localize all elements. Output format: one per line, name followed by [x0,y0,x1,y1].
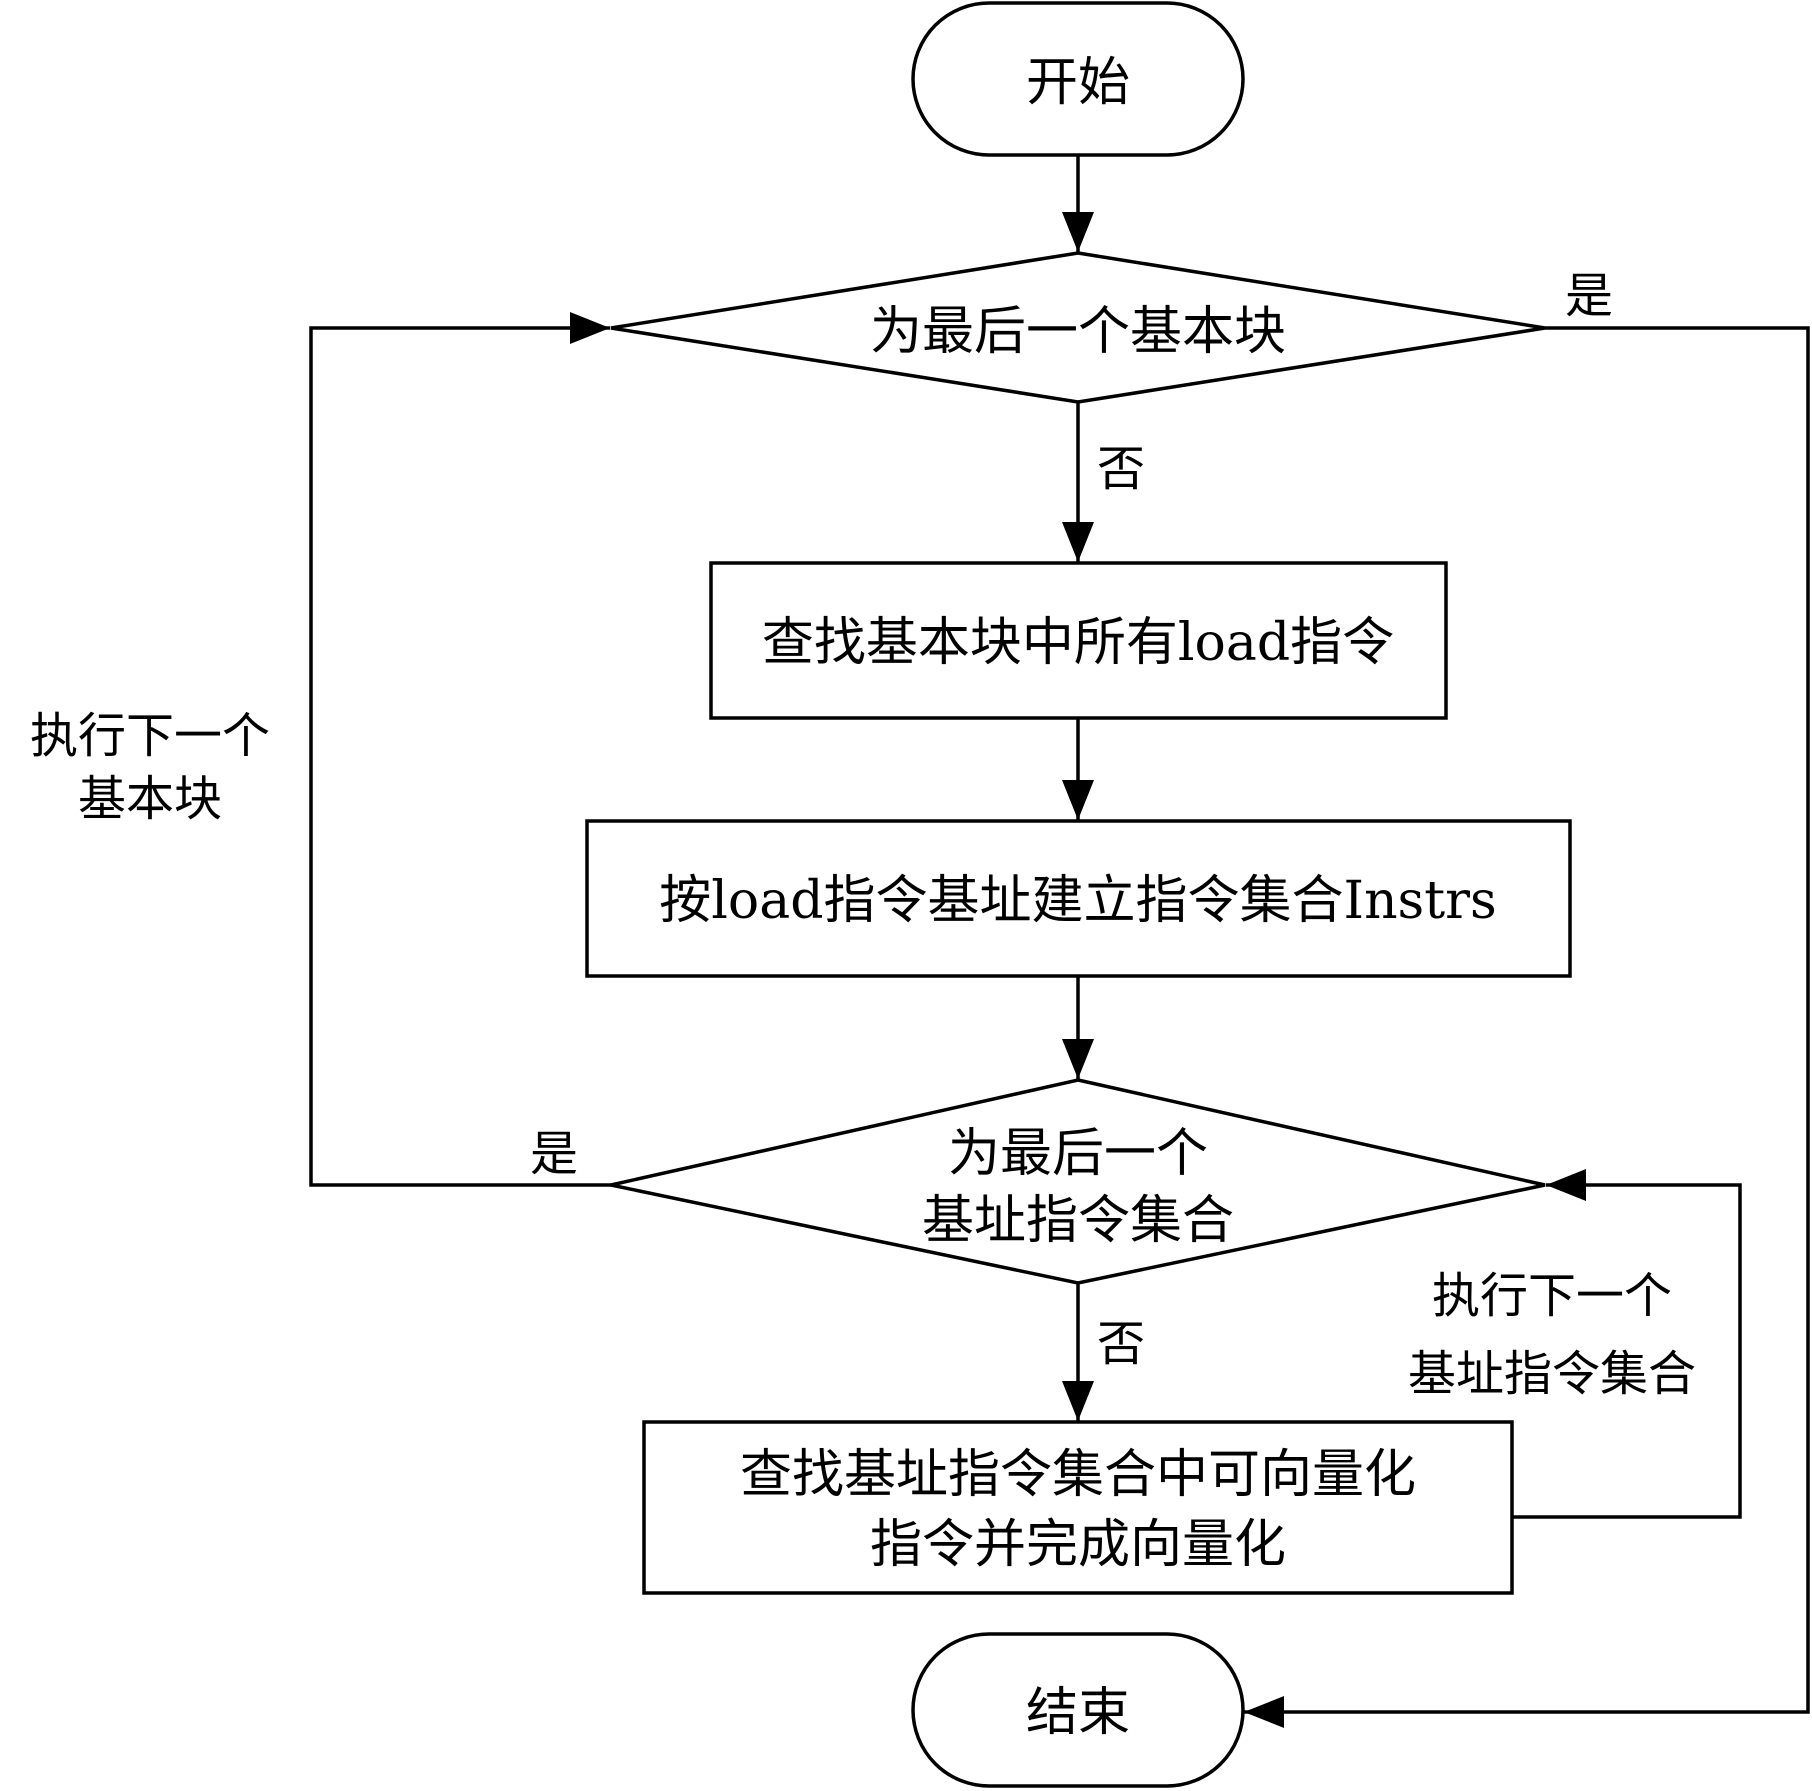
edge-label-no-top: 否 [1097,441,1145,497]
loop-label-next-set-line1: 执行下一个 [1432,1268,1672,1324]
loop-label-next-block-line1: 执行下一个 [30,708,270,764]
edge-decision1-yes-to-end [1244,326,1810,1728]
end-label: 结束 [1026,1683,1130,1743]
decision-last-block-label: 为最后一个基本块 [870,302,1286,362]
edge-vectorize-loop-to-decision2 [1512,1169,1742,1519]
process-build-sets-label: 按load指令基址建立指令集合Instrs [659,871,1496,931]
edge-label-yes-top: 是 [1565,268,1613,324]
edge-decision2-yes-to-decision1 [309,312,611,1187]
loop-label-next-block-line2: 基本块 [78,771,222,827]
start-label: 开始 [1026,53,1130,113]
edge-label-no-bottom: 否 [1097,1316,1145,1372]
process-find-loads [709,561,1448,720]
decision-last-set-label-line1: 为最后一个 [948,1124,1208,1184]
decision-last-set-label-line2: 基址指令集合 [922,1191,1234,1251]
process-vectorize-label-line1: 查找基址指令集合中可向量化 [740,1445,1416,1505]
edge-label-yes-bottom: 是 [530,1126,578,1182]
process-vectorize-label-line2: 指令并完成向量化 [870,1515,1286,1575]
loop-label-next-set-line2: 基址指令集合 [1408,1346,1696,1402]
process-find-loads-label: 查找基本块中所有load指令 [762,613,1394,673]
end-node [911,1632,1245,1788]
process-vectorize [642,1420,1514,1595]
